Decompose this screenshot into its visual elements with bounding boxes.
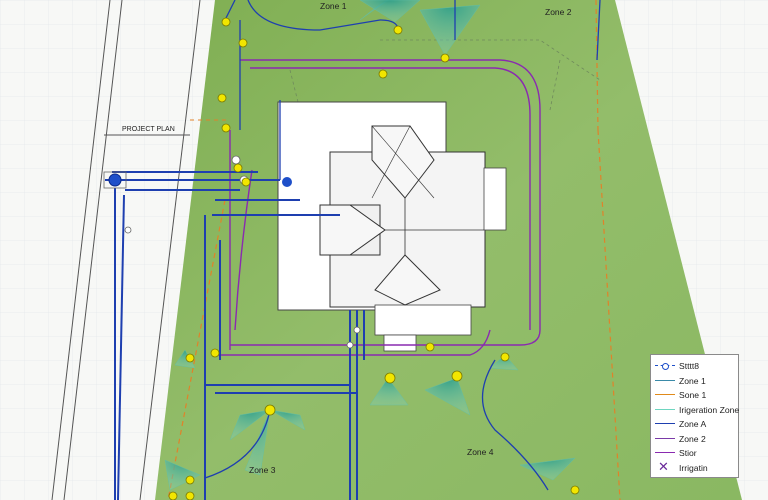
legend-swatch-icon: [655, 419, 675, 429]
legend-swatch-icon: [655, 405, 675, 415]
legend-item: Irigeration Zone: [655, 403, 739, 418]
street-lines: [51, 0, 201, 500]
spray-patterns: [164, 0, 576, 491]
building-footprint: [277, 101, 507, 352]
zone-2-label: Zone 2: [545, 7, 572, 17]
legend-item-label: Zone A: [679, 419, 707, 430]
legend-item: Zone 1: [655, 374, 734, 389]
legend-swatch-icon: [655, 390, 675, 400]
legend-item: Stior: [655, 446, 734, 461]
legend-swatch-icon: [655, 376, 675, 386]
legend-item-label: Zone 1: [679, 375, 706, 386]
zone-1-label: Zone 1: [320, 1, 347, 11]
zone-4-label: Zone 4: [467, 447, 494, 457]
legend-item: Sone 1: [655, 388, 734, 403]
boundary-lines: [167, 0, 621, 500]
legend-item: ✕ Irrigatin: [655, 458, 734, 476]
legend-swatch-icon: [655, 434, 675, 444]
sprinkler-heads: [168, 17, 580, 500]
legend-item-label: Irrigatin: [679, 462, 708, 473]
legend-swatch-icon: [655, 448, 675, 458]
legend-swatch-icon: ✕: [658, 458, 669, 474]
legend-item-label: Zone 2: [679, 433, 706, 444]
legend-item-label: Irigeration Zone: [679, 404, 740, 415]
legend-item: Stttt8: [655, 359, 734, 374]
legend-item-label: Stttt8: [679, 361, 700, 372]
blue-pipe-lines: [105, 0, 601, 500]
zone-3-label: Zone 3: [249, 465, 276, 475]
legend-item-label: Stior: [679, 448, 697, 459]
legend-item: Zone 2: [655, 432, 734, 447]
purple-irrigation-lines: [215, 59, 541, 356]
legend-item: Zone A: [655, 417, 734, 432]
project-title: PROJECT PLAN: [122, 126, 175, 133]
legend-item-label: Sone 1: [679, 390, 707, 401]
legend-swatch-icon: [655, 361, 675, 371]
